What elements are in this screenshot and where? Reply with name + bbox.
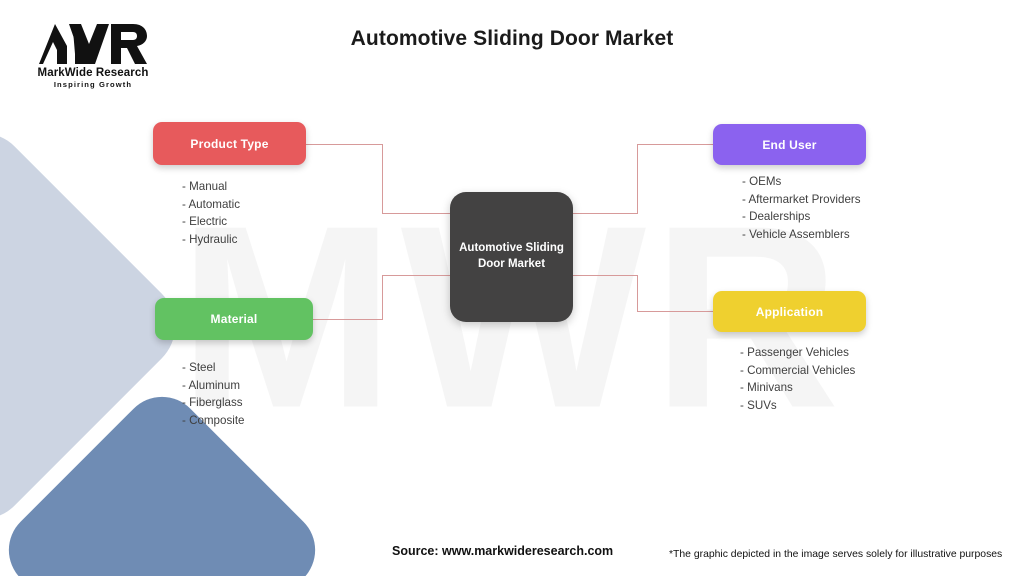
connector-material-horizontal-inner <box>382 275 472 276</box>
brand-logo: MarkWide Research Inspiring Growth <box>18 22 168 89</box>
category-label-end-user: End User <box>762 137 817 152</box>
brand-name: MarkWide Research <box>37 67 149 79</box>
connector-application-horizontal-inner <box>551 275 638 276</box>
connector-end-user-horizontal-outer <box>637 144 713 145</box>
list-item: - Vehicle Assemblers <box>742 227 850 241</box>
category-label-application: Application <box>755 304 824 319</box>
category-list-material: - Steel - Aluminum - Fiberglass - Compos… <box>182 359 245 429</box>
list-item: - Commercial Vehicles <box>740 363 856 377</box>
connector-material-horizontal-outer <box>311 319 383 320</box>
center-node-label-line1: Automotive Sliding <box>459 242 564 255</box>
list-item: - Aluminum <box>182 378 240 392</box>
list-item: - Electric <box>182 215 228 229</box>
category-box-end-user[interactable]: End User <box>713 124 866 165</box>
connector-product-type-horizontal-outer <box>306 144 382 145</box>
list-item: - Hydraulic <box>182 232 238 246</box>
center-node-label: Automotive Sliding Door Market <box>451 241 572 272</box>
connector-product-type-horizontal-inner <box>382 213 472 214</box>
source-text: Source: www.markwideresearch.com <box>392 544 614 558</box>
connector-material-vertical <box>382 275 383 319</box>
center-node: Automotive Sliding Door Market <box>450 192 573 322</box>
category-list-end-user: - OEMs - Aftermarket Providers - Dealers… <box>742 173 861 243</box>
disclaimer-text: *The graphic depicted in the image serve… <box>669 549 1003 560</box>
list-item: - Steel <box>182 361 216 374</box>
list-item: - Manual <box>182 180 228 193</box>
connector-end-user-vertical <box>637 144 638 214</box>
list-item: - Composite <box>182 413 245 427</box>
category-label-product-type: Product Type <box>190 136 269 151</box>
page-title: Automotive Sliding Door Market <box>350 27 674 50</box>
category-box-application[interactable]: Application <box>713 291 866 332</box>
list-item: - Passenger Vehicles <box>740 346 849 359</box>
list-item: - OEMs <box>742 175 782 188</box>
category-list-application: - Passenger Vehicles - Commercial Vehicl… <box>740 344 855 414</box>
category-list-product-type: - Manual - Automatic - Electric - Hydrau… <box>182 178 240 248</box>
list-item: - Fiberglass <box>182 396 243 410</box>
connector-end-user-horizontal-inner <box>551 213 638 214</box>
list-item: - Minivans <box>740 381 793 395</box>
category-label-material: Material <box>210 312 258 326</box>
list-item: - SUVs <box>740 398 777 412</box>
mwr-logo-icon <box>39 24 147 64</box>
list-item: - Dealerships <box>742 210 811 224</box>
center-node-label-line2: Door Market <box>477 258 546 270</box>
connector-product-type-vertical <box>382 144 383 214</box>
category-box-product-type[interactable]: Product Type <box>153 122 306 165</box>
brand-tagline: Inspiring Growth <box>53 80 133 89</box>
list-item: - Automatic <box>182 197 240 211</box>
connector-application-horizontal-outer <box>637 311 713 312</box>
connector-application-vertical <box>637 275 638 311</box>
category-box-material[interactable]: Material <box>155 298 313 340</box>
list-item: - Aftermarket Providers <box>742 192 861 206</box>
